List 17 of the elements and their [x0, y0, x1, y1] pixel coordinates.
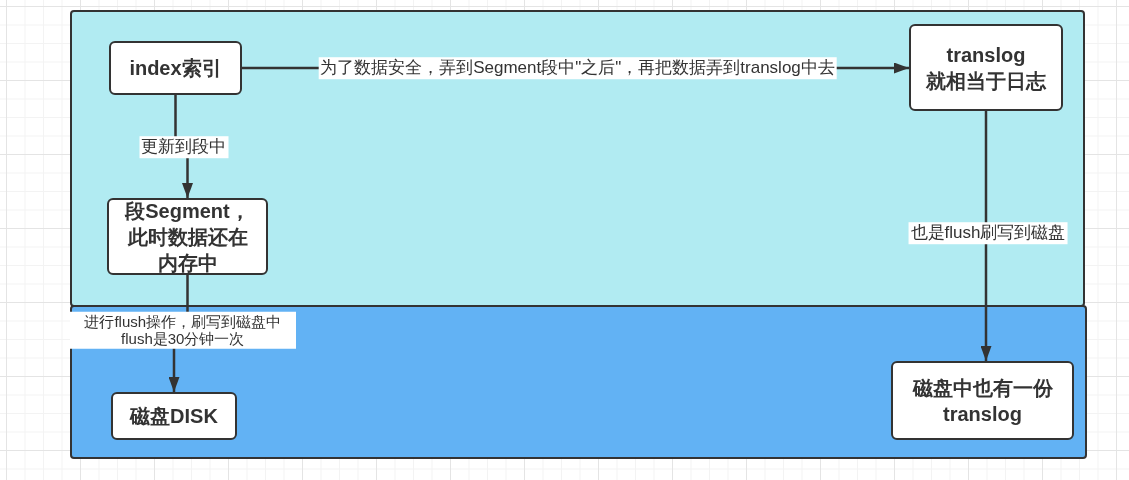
- edge-label: 也是flush刷写到磁盘: [908, 222, 1068, 244]
- edge-label: 更新到段中: [139, 136, 228, 158]
- process-box: [909, 24, 1063, 111]
- node-text: 磁盘DISK: [130, 404, 218, 429]
- process-box: [107, 198, 268, 275]
- process-box: [109, 41, 242, 95]
- container-panel: [70, 10, 1085, 307]
- container-panel: [70, 305, 1087, 459]
- node-text: 磁盘中也有一份 translog: [911, 375, 1054, 427]
- node-text: 段Segment，此时数据还在内存中: [124, 198, 251, 276]
- process-box: [891, 361, 1074, 440]
- edge-label: 为了数据安全，弄到Segment段中"之后"，再把数据弄到translog中去: [318, 57, 837, 79]
- edge-label: 进行flush操作，刷写到磁盘中 flush是30分钟一次: [69, 311, 296, 349]
- arrow: [980, 111, 992, 361]
- node-text: translog 就相当于日志: [925, 42, 1047, 94]
- node-text: index索引: [129, 56, 222, 81]
- process-box: [111, 392, 237, 440]
